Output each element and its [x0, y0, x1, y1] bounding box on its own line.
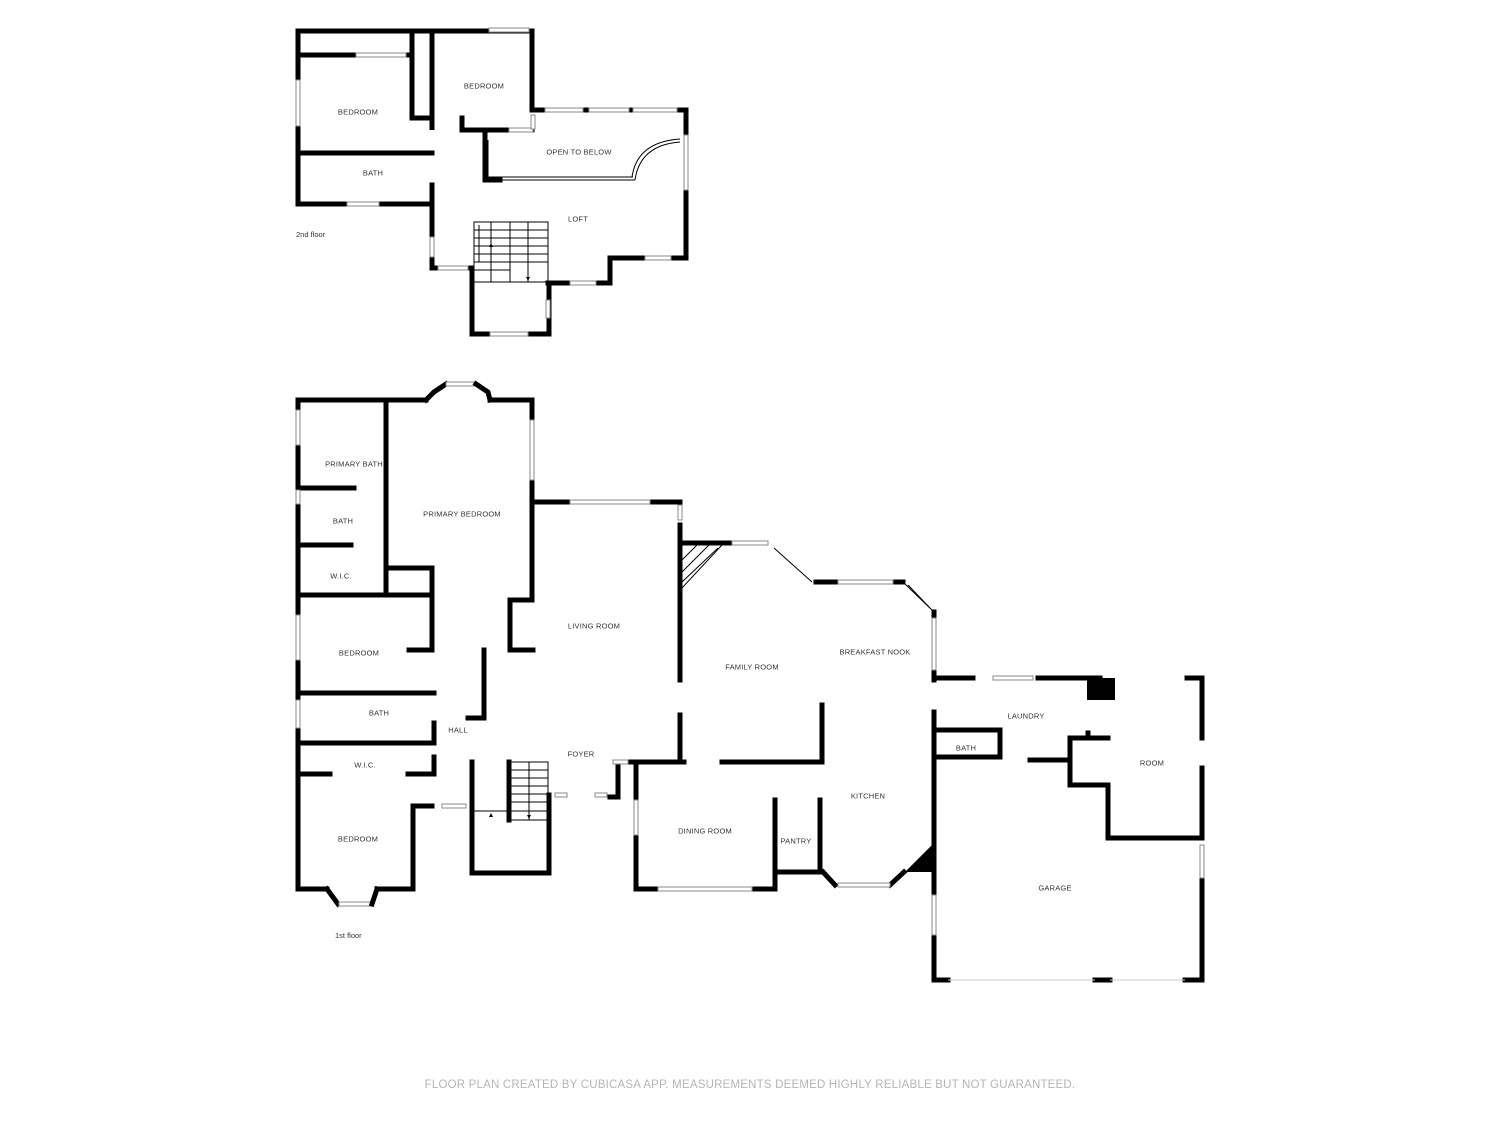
room-label-garage: GARAGE: [1038, 883, 1072, 893]
room-label-primary-bedroom: PRIMARY BEDROOM: [423, 509, 501, 519]
second-floor-details: [295, 27, 689, 337]
footer-disclaimer: FLOOR PLAN CREATED BY CUBICASA APP. MEAS…: [424, 1079, 1076, 1091]
second-floor-walls: [295, 28, 689, 337]
room-label-bath: BATH: [332, 516, 354, 526]
room-label-w-i-c: W.I.C.: [354, 760, 376, 770]
room-label-hall: HALL: [448, 725, 468, 735]
room-label-bath: BATH: [368, 708, 390, 718]
room-label-bedroom: BEDROOM: [463, 81, 505, 91]
room-label-living-room: LIVING ROOM: [567, 621, 621, 631]
first-floor-label: 1st floor: [335, 931, 362, 940]
room-label-bedroom: BEDROOM: [337, 107, 379, 117]
second-floor-label: 2nd floor: [296, 230, 326, 239]
room-label-bedroom: BEDROOM: [338, 648, 380, 658]
room-label-open-to-below: OPEN TO BELOW: [546, 147, 612, 157]
room-label-bath: BATH: [362, 168, 384, 178]
first-floor-details: [295, 380, 1205, 981]
room-label-loft: LOFT: [568, 214, 588, 224]
room-label-room: ROOM: [1139, 758, 1165, 768]
room-label-laundry: LAUNDRY: [1007, 711, 1045, 721]
room-label-bath: BATH: [955, 743, 977, 753]
room-label-primary-bath: PRIMARY BATH: [325, 459, 383, 469]
room-label-w-i-c: W.I.C.: [330, 571, 352, 581]
room-label-kitchen: KITCHEN: [850, 791, 886, 801]
room-label-foyer: FOYER: [567, 749, 595, 759]
room-label-family-room: FAMILY ROOM: [725, 662, 779, 672]
room-label-bedroom: BEDROOM: [337, 834, 379, 844]
chimney-block: [1087, 678, 1115, 700]
room-label-breakfast-nook: BREAKFAST NOOK: [839, 647, 911, 657]
room-label-dining-room: DINING ROOM: [678, 826, 732, 836]
first-floor-walls: [295, 397, 1205, 983]
room-label-pantry: PANTRY: [780, 836, 812, 846]
